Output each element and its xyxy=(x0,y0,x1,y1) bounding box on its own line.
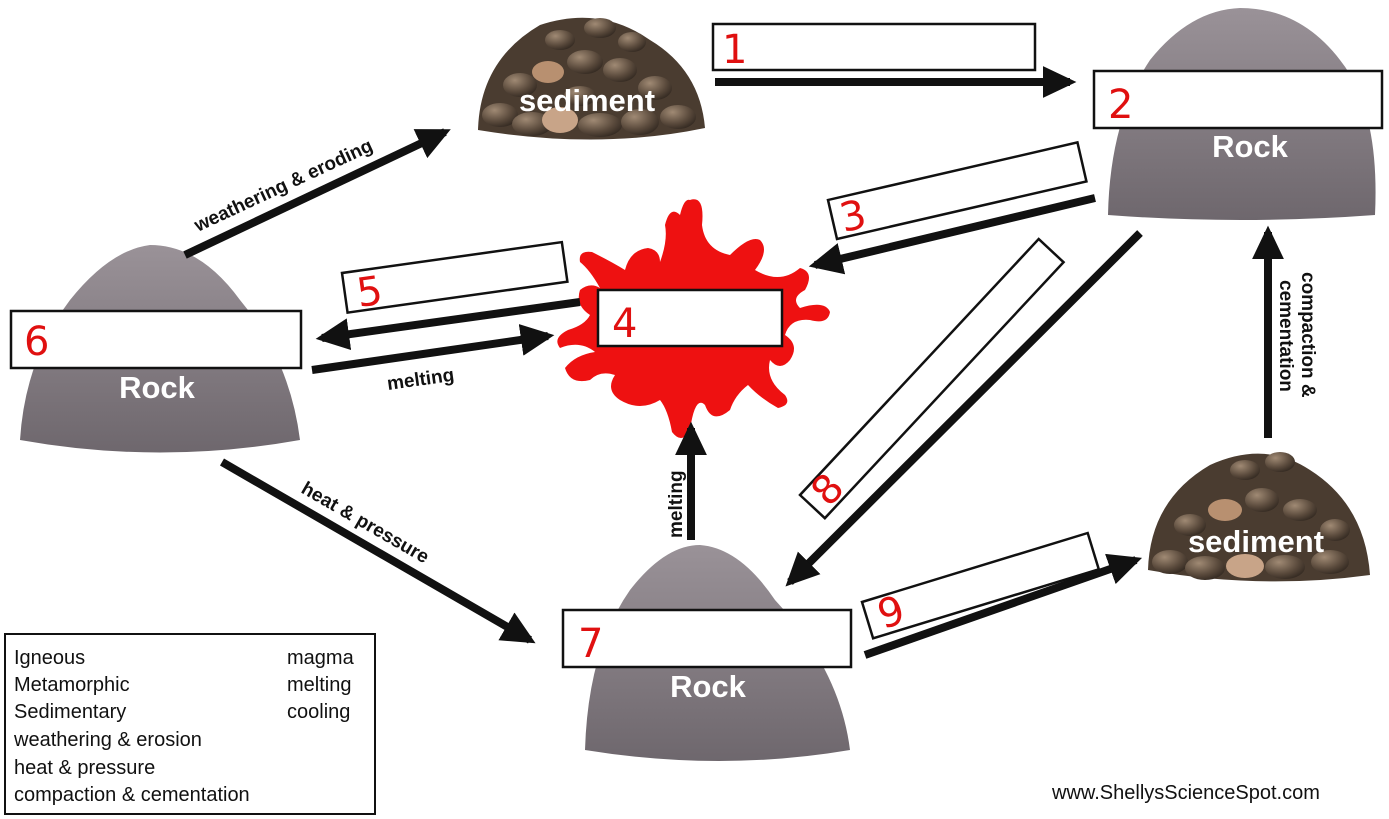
word-bank-item: compaction & cementation xyxy=(14,784,250,806)
word-bank-item: cooling xyxy=(287,701,351,723)
blank-box-8[interactable]: 8 xyxy=(796,235,1068,522)
arrow-rock-top-to-rock-bottom xyxy=(785,230,1143,587)
arrow-heat-pressure xyxy=(219,458,536,644)
blank-box-6[interactable]: 6 xyxy=(9,309,303,370)
blank-number-4: 4 xyxy=(612,301,637,347)
word-bank-item: Metamorphic xyxy=(14,674,130,696)
rock-label-left: Rock xyxy=(119,370,196,405)
label-melting-bottom: melting xyxy=(666,470,687,538)
word-bank-item: Sedimentary xyxy=(14,701,127,723)
label-compaction-line1: compaction & xyxy=(1297,272,1318,398)
label-heat-pressure: heat & pressure xyxy=(298,478,433,568)
arrow-melting-left xyxy=(311,324,555,374)
sediment-pile-right xyxy=(1148,452,1370,582)
rock-label-bottom: Rock xyxy=(670,669,747,704)
word-bank-item: magma xyxy=(287,647,354,669)
sediment-label-right: sediment xyxy=(1188,524,1324,559)
arrow-magma-to-rock-left xyxy=(315,298,581,351)
blank-number-1: 1 xyxy=(722,27,747,73)
blank-box-5[interactable]: 5 xyxy=(340,240,569,318)
blank-number-6: 6 xyxy=(24,319,49,365)
word-bank-item: melting xyxy=(287,674,352,696)
arrow-rock-top-to-magma xyxy=(808,194,1096,275)
blank-box-9[interactable]: 9 xyxy=(860,529,1101,642)
sediment-pile-top xyxy=(478,17,705,140)
blank-box-2[interactable]: 2 xyxy=(1092,69,1384,130)
arrows xyxy=(183,66,1284,659)
label-weathering: weathering & eroding xyxy=(190,135,376,237)
blank-box-3[interactable]: 3 xyxy=(826,140,1088,243)
blank-box-7[interactable]: 7 xyxy=(561,608,853,669)
blank-number-5: 5 xyxy=(354,268,386,317)
credit-url: www.ShellysScienceSpot.com xyxy=(1052,782,1320,804)
word-bank-item: Igneous xyxy=(14,647,86,669)
arrow-rock-bottom-to-sediment xyxy=(863,553,1143,659)
blank-number-7: 7 xyxy=(578,621,603,667)
blank-box-1[interactable]: 1 xyxy=(711,22,1037,73)
word-bank: Igneous Metamorphic Sedimentary weatheri… xyxy=(4,633,376,815)
blank-number-2: 2 xyxy=(1108,82,1133,128)
blank-box-4[interactable]: 4 xyxy=(596,288,784,348)
sediment-label-top: sediment xyxy=(519,83,655,118)
label-melting-left: melting xyxy=(386,365,456,395)
word-bank-item: weathering & erosion xyxy=(14,729,202,751)
arrow-weathering xyxy=(183,128,451,259)
word-bank-item: heat & pressure xyxy=(14,757,156,779)
label-compaction-line2: cementation xyxy=(1275,280,1296,392)
rock-label-top-right: Rock xyxy=(1212,129,1289,164)
